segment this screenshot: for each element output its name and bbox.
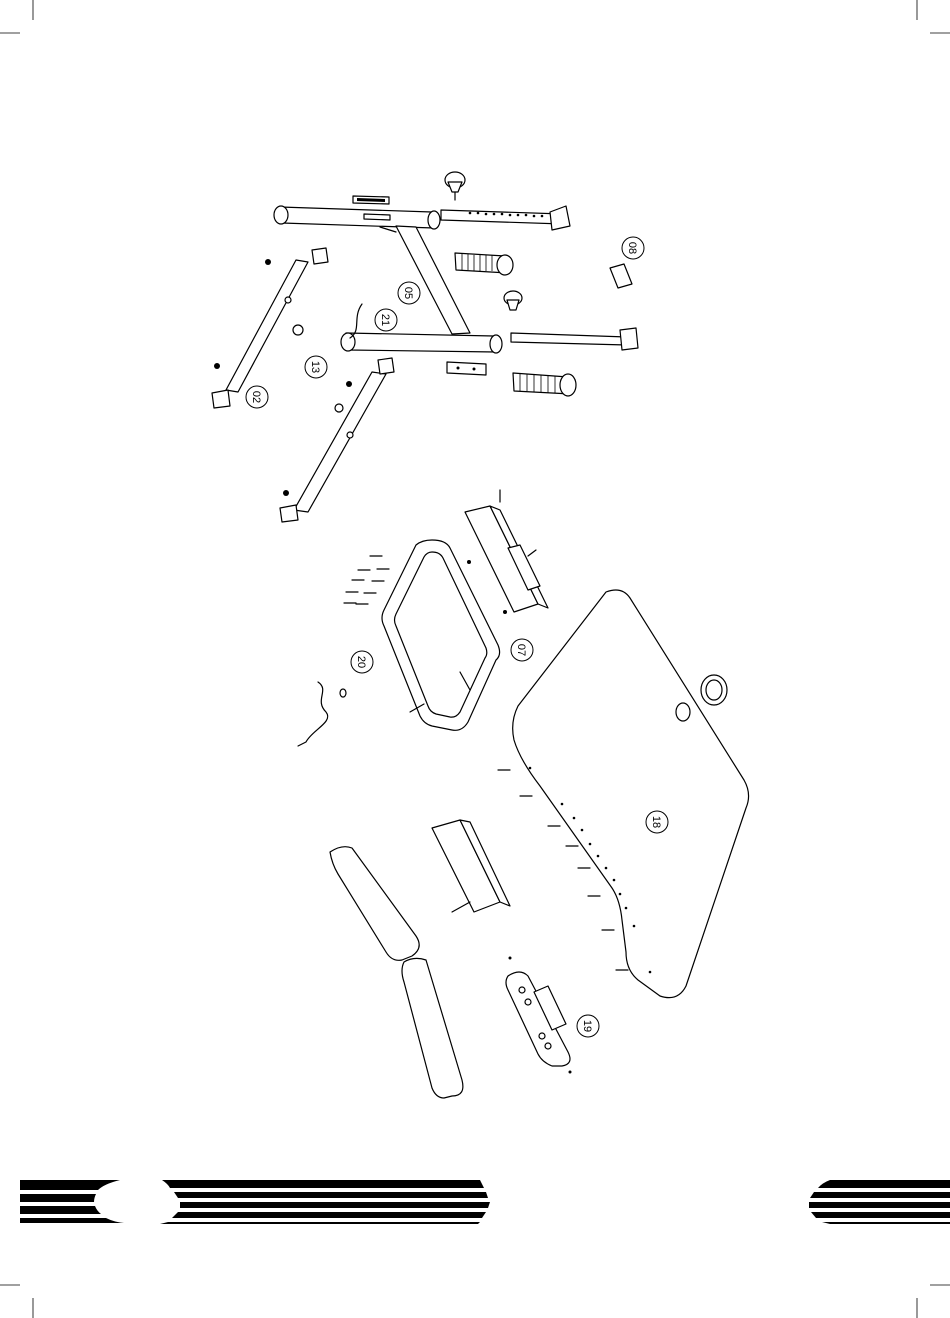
svg-text:20: 20 — [355, 656, 367, 668]
callout-18: 18 — [646, 811, 668, 833]
console-group — [330, 820, 572, 1098]
part-right-stabilizer — [280, 358, 394, 522]
part-seat-board — [513, 590, 749, 998]
callout-02: 02 — [246, 386, 268, 408]
part-screw-set — [344, 556, 389, 604]
part-pedal-upper — [455, 253, 513, 275]
part-pedal-lower — [513, 373, 576, 396]
svg-text:08: 08 — [626, 242, 638, 254]
svg-text:21: 21 — [379, 314, 391, 326]
part-adjust-knob-upper — [445, 172, 465, 200]
footer-stripe-left — [20, 1180, 124, 1223]
part-cable — [298, 682, 328, 746]
part-cover-upper — [330, 847, 419, 961]
part-bracket — [465, 490, 548, 614]
svg-text:13: 13 — [309, 361, 321, 373]
part-cover-lower — [402, 958, 463, 1098]
part-lower-crossbar — [341, 333, 502, 353]
svg-text:05: 05 — [402, 287, 414, 299]
callout-05: 05 — [398, 282, 420, 304]
callout-19: 19 — [577, 1015, 599, 1037]
part-bottom-plate — [447, 362, 486, 375]
callout-13: 13 — [305, 356, 327, 378]
part-lower-sliding-rail — [511, 328, 638, 350]
part-seat-frame — [382, 540, 500, 730]
base-frame-group — [212, 172, 638, 522]
svg-text:19: 19 — [581, 1020, 593, 1032]
part-controller-box — [432, 820, 510, 912]
svg-text:07: 07 — [515, 644, 527, 656]
part-main-upper-crossbar — [274, 206, 440, 229]
callout-20: 20 — [351, 651, 373, 673]
svg-text:18: 18 — [650, 816, 662, 828]
callout-21: 21 — [375, 309, 397, 331]
footer-stripe-center — [160, 1180, 490, 1224]
part-diagonal-upright — [396, 226, 470, 334]
seat-frame-group — [298, 490, 548, 746]
callout-08: 08 — [622, 237, 644, 259]
callout-07: 07 — [511, 639, 533, 661]
part-left-stabilizer — [212, 248, 328, 408]
footer-stripes — [20, 1180, 950, 1224]
part-console — [506, 957, 572, 1074]
seat-board-group — [498, 590, 749, 998]
svg-text:02: 02 — [250, 391, 262, 403]
footer-stripe-right — [809, 1180, 950, 1224]
part-end-cap-08 — [610, 264, 632, 288]
part-adjust-knob-lower — [504, 291, 522, 310]
part-upper-sliding-rail — [441, 206, 570, 230]
